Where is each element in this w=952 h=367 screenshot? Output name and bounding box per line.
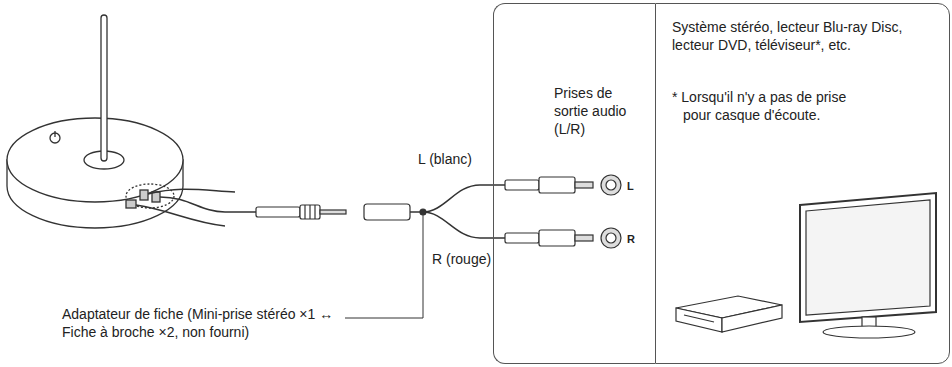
channel-label: R (rouge) — [432, 250, 491, 268]
tv-screen — [806, 200, 930, 315]
channel-label: L (blanc) — [418, 150, 472, 168]
audio-jack — [601, 228, 621, 248]
rca-pin — [575, 182, 593, 188]
split-dot — [420, 209, 426, 215]
rca-boot — [505, 180, 539, 190]
rca-pin — [575, 235, 593, 241]
antenna — [101, 15, 107, 161]
cable — [136, 205, 225, 226]
cable — [160, 197, 256, 212]
jack-letter: L — [627, 177, 634, 195]
device-jack — [140, 190, 148, 200]
panel-text: Système stéréo, lecteur Blu-ray Disc, le… — [672, 18, 934, 54]
rca-body — [539, 230, 575, 246]
tv-frame — [800, 193, 936, 322]
dvd-slot — [684, 315, 714, 322]
rca-body — [539, 177, 575, 193]
adapter-jack — [364, 204, 410, 220]
leader-line — [345, 215, 423, 318]
dvd-front — [676, 308, 722, 332]
transmitter-top — [7, 118, 183, 202]
power-icon-bar — [54, 131, 55, 137]
mini-plug-pin — [320, 210, 346, 214]
rca-boot — [505, 233, 539, 243]
jack-letter: R — [627, 230, 635, 248]
mini-plug-grip — [300, 205, 320, 219]
tv-stand — [823, 326, 915, 338]
mini-plug-boot — [256, 207, 300, 217]
footnote-text: * Lorsqu'il n'y a pas de prise pour casq… — [672, 88, 873, 124]
cable — [148, 189, 235, 194]
audio-jack — [606, 180, 616, 190]
dvd-side — [722, 305, 782, 332]
audio-jack — [601, 175, 621, 195]
panel-text: Prises de sortie audio (L/R) — [554, 84, 640, 138]
part-label: Adaptateur de fiche (Mini-prise stéréo ×… — [62, 305, 337, 341]
device-jack — [126, 200, 136, 208]
panel-cell: Système stéréo, lecteur Blu-ray Disc, le… — [655, 3, 950, 364]
audio-jack — [606, 233, 616, 243]
jack-area — [126, 184, 174, 208]
